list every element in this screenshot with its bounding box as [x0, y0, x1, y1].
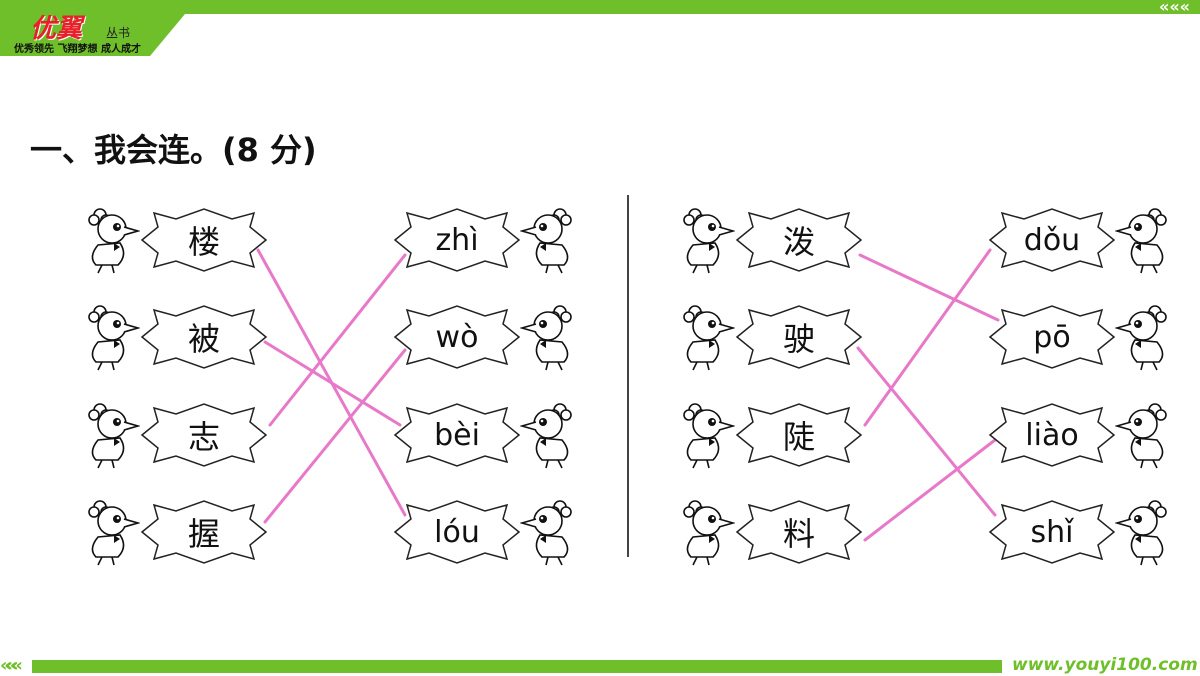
duck-icon	[1114, 497, 1171, 567]
right-character-card[interactable]: 泼	[735, 207, 863, 273]
left-character-card[interactable]: 志	[140, 402, 268, 468]
duck-icon	[519, 497, 576, 567]
duck-icon	[679, 497, 736, 567]
pinyin-text: pō	[1033, 319, 1071, 355]
footer-url: www.youyi100.com	[1012, 655, 1198, 675]
left-pinyin-card[interactable]: zhì	[393, 207, 521, 273]
logo-series: 丛书	[106, 26, 131, 40]
character-text: 泼	[782, 223, 815, 261]
duck-icon	[679, 400, 736, 470]
line-bei	[263, 340, 402, 427]
right-pinyin-card[interactable]: dǒu	[988, 207, 1116, 273]
left-pinyin-card[interactable]: lóu	[393, 499, 521, 565]
duck-icon	[84, 497, 141, 567]
duck-icon	[84, 302, 141, 372]
duck-icon	[679, 205, 736, 275]
footer-arrows-icon: «««	[0, 655, 23, 676]
character-text: 志	[187, 418, 220, 456]
left-character-card[interactable]: 楼	[140, 207, 268, 273]
character-text: 握	[187, 515, 220, 553]
pinyin-text: wò	[435, 319, 479, 355]
right-pinyin-card[interactable]: pō	[988, 304, 1116, 370]
duck-icon	[1114, 400, 1171, 470]
left-pinyin-card[interactable]: wò	[393, 304, 521, 370]
logo-banner	[0, 0, 185, 56]
divider	[627, 195, 629, 557]
nav-arrows-icon: «««	[1158, 0, 1190, 16]
line-shi	[856, 346, 997, 517]
pinyin-text: bèi	[434, 417, 480, 453]
duck-icon	[1114, 302, 1171, 372]
line-liao	[863, 438, 997, 542]
pinyin-text: lóu	[434, 514, 480, 550]
pinyin-text: zhì	[435, 222, 479, 258]
line-zhi	[268, 253, 407, 427]
logo: 优翼	[30, 14, 83, 44]
right-pinyin-card[interactable]: shǐ	[988, 499, 1116, 565]
right-pinyin-card[interactable]: liào	[988, 402, 1116, 468]
duck-icon	[679, 302, 736, 372]
pinyin-text: shǐ	[1030, 514, 1074, 550]
character-text: 驶	[782, 320, 815, 358]
right-character-card[interactable]: 陡	[735, 402, 863, 468]
duck-icon	[84, 205, 141, 275]
duck-icon	[1114, 205, 1171, 275]
character-text: 陡	[782, 418, 815, 456]
left-pinyin-card[interactable]: bèi	[393, 402, 521, 468]
top-bar	[0, 0, 1200, 14]
line-dou	[863, 248, 992, 427]
pinyin-text: liào	[1025, 417, 1079, 453]
bottom-bar	[32, 660, 1002, 673]
character-text: 料	[782, 515, 815, 553]
duck-icon	[84, 400, 141, 470]
character-text: 楼	[187, 223, 220, 261]
pinyin-text: dǒu	[1023, 222, 1081, 258]
left-character-card[interactable]: 被	[140, 304, 268, 370]
character-text: 被	[187, 320, 220, 358]
question-title: 一、我会连。(8 分)	[30, 131, 317, 169]
duck-icon	[519, 400, 576, 470]
duck-icon	[519, 302, 576, 372]
line-po	[858, 253, 1000, 322]
line-wo	[263, 348, 407, 524]
right-character-card[interactable]: 料	[735, 499, 863, 565]
right-character-card[interactable]: 驶	[735, 304, 863, 370]
duck-icon	[519, 205, 576, 275]
left-character-card[interactable]: 握	[140, 499, 268, 565]
logo-slogan: 优秀领先 飞翔梦想 成人成才	[14, 44, 141, 55]
